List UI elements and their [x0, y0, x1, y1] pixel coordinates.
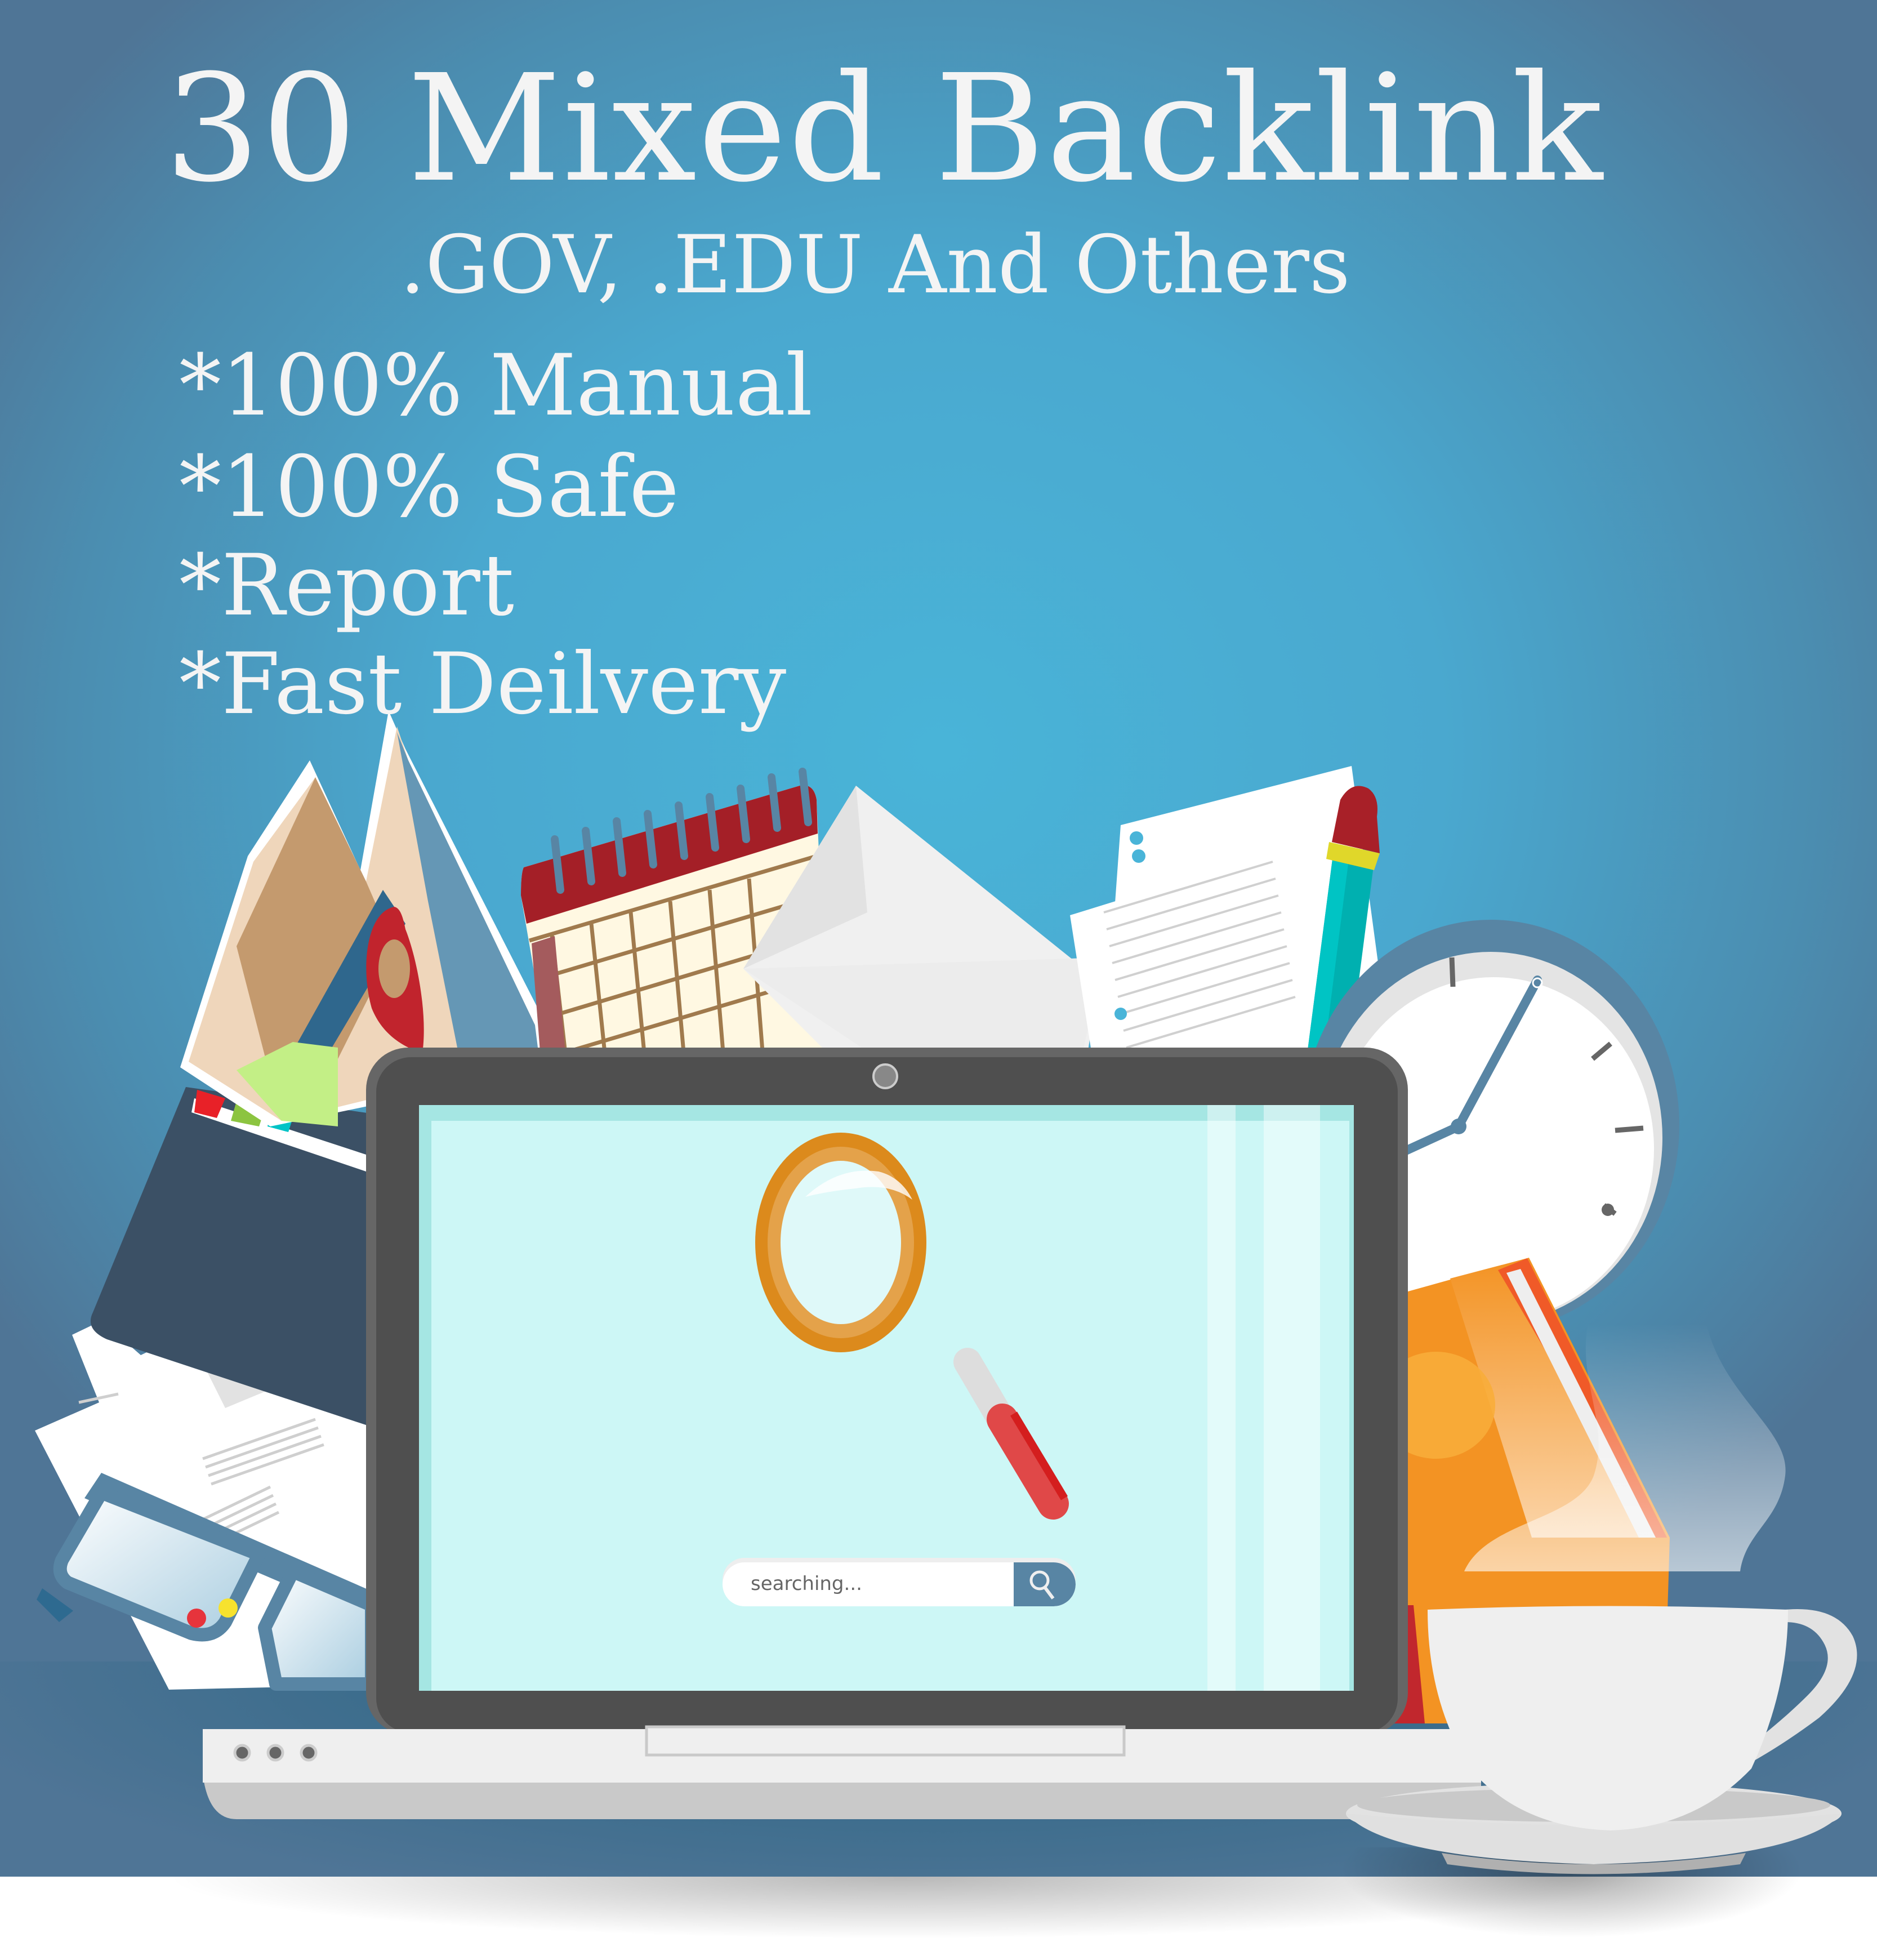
search-placeholder: searching... [751, 1573, 862, 1595]
pencil-icon [1307, 786, 1380, 1059]
feature-report: *Report [179, 537, 515, 635]
map-icon [180, 711, 541, 1126]
search-button [1014, 1562, 1076, 1606]
drop-shadow [169, 1877, 1633, 1939]
feature-manual: *100% Manual [179, 337, 813, 435]
folder-icon [90, 1087, 384, 1431]
laptop-icon [203, 1048, 1481, 1819]
glasses-icon [37, 1473, 378, 1691]
webcam-icon [872, 1063, 898, 1089]
clock-icon [1302, 920, 1679, 1331]
subheadline: .GOV, .EDU And Others [400, 219, 1350, 311]
feature-fast-delivery: *Fast Deilvery [179, 635, 787, 733]
steam-icon [1464, 1324, 1786, 1571]
feature-safe: *100% Safe [179, 438, 679, 536]
coffee-cup-icon [1346, 1606, 1857, 1874]
magnifying-glass-icon [755, 1133, 1069, 1520]
search-bar: searching... [723, 1562, 1076, 1606]
headline: 30 Mixed Backlink [164, 43, 1604, 215]
calendar-icon [521, 768, 828, 1061]
envelope-icon [743, 786, 1104, 1059]
search-icon [1029, 1570, 1055, 1600]
